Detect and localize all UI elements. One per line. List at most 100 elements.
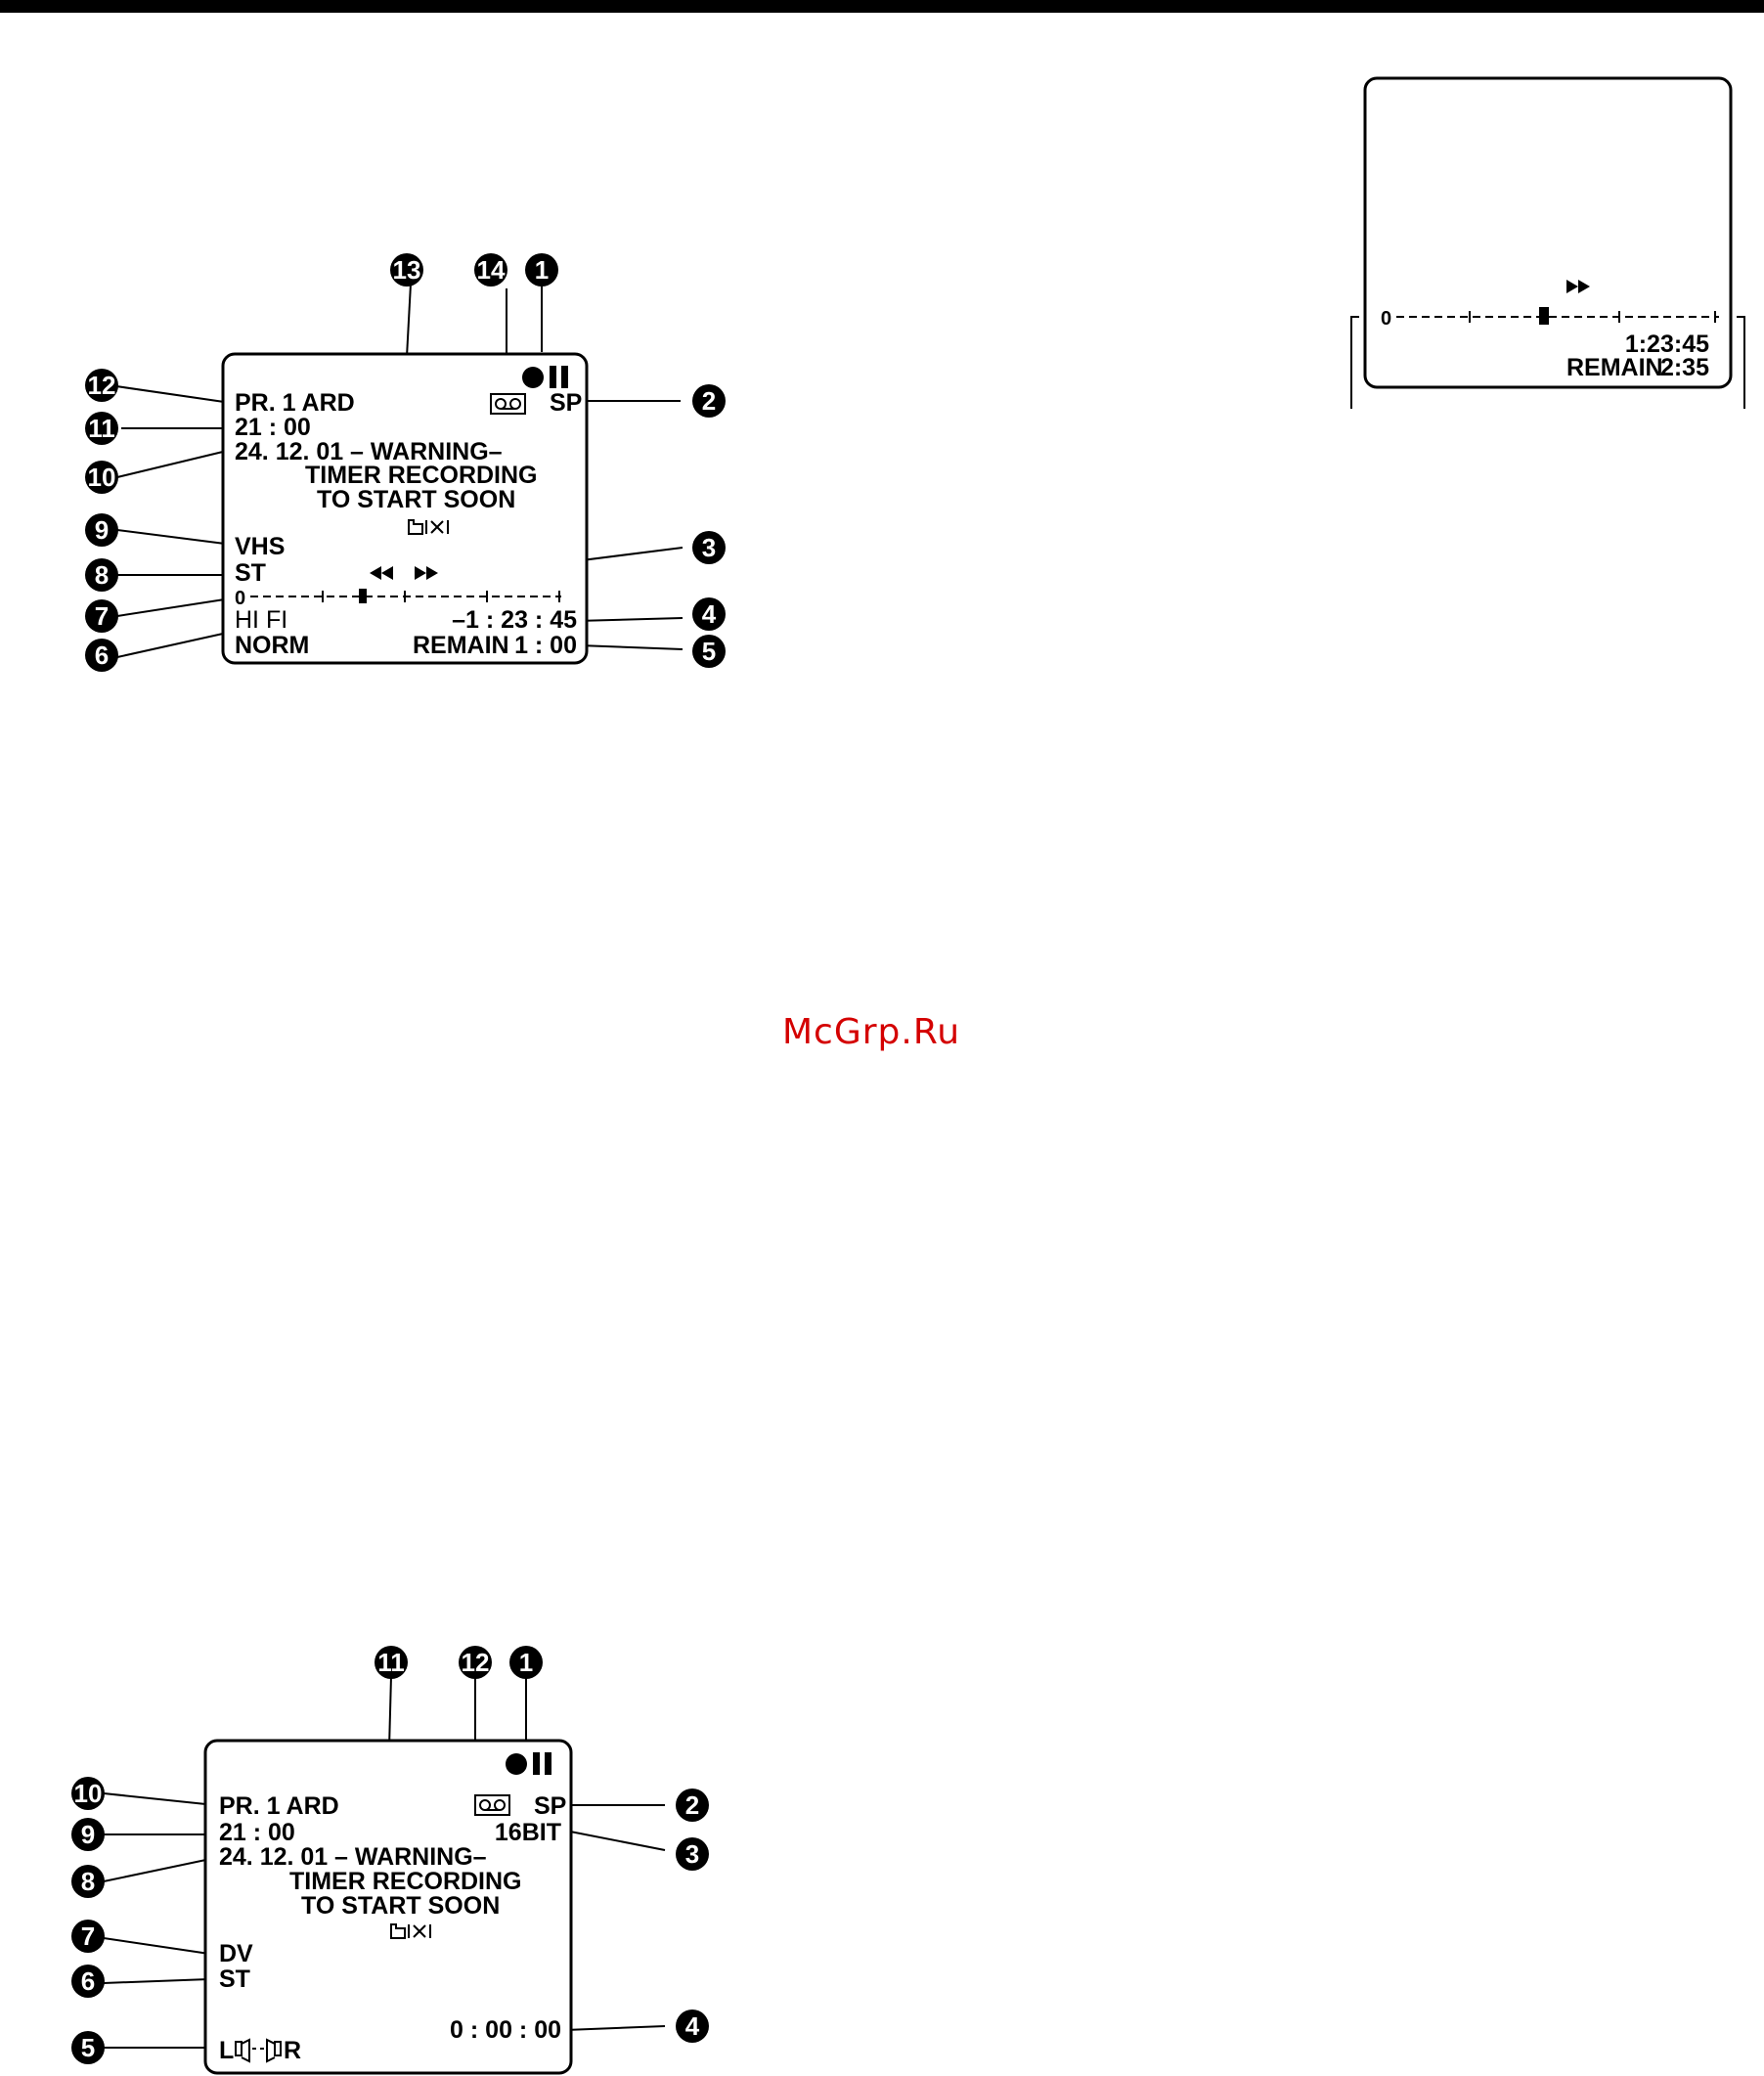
svg-text:2: 2 bbox=[685, 1790, 699, 1820]
vhs-callout-13: 13 bbox=[390, 253, 423, 287]
svg-text:11: 11 bbox=[88, 414, 115, 443]
dv-message-line2: TO START SOON bbox=[301, 1892, 500, 1920]
svg-text:1: 1 bbox=[519, 1648, 533, 1677]
svg-text:12: 12 bbox=[462, 1648, 490, 1677]
vhs-callout-8: 8 bbox=[85, 558, 118, 592]
dv-callout-7: 7 bbox=[71, 1920, 105, 1953]
topright-scale-zero: 0 bbox=[1381, 308, 1391, 330]
record-pause-icon bbox=[522, 366, 568, 388]
vhs-time: 21 : 00 bbox=[235, 414, 311, 441]
vhs-system: VHS bbox=[235, 533, 285, 560]
svg-text:3: 3 bbox=[685, 1839, 699, 1869]
vhs-callout-5: 5 bbox=[692, 635, 726, 668]
vhs-audio-mode: ST bbox=[235, 559, 266, 587]
vhs-callout-9: 9 bbox=[85, 513, 118, 547]
svg-text:1: 1 bbox=[535, 255, 549, 285]
tape-position-diagram: 0 1:23:45 REMAIN 2:35 bbox=[1340, 68, 1764, 420]
svg-text:7: 7 bbox=[81, 1921, 95, 1951]
vhs-callout-6: 6 bbox=[85, 639, 118, 672]
vhs-counter: –1 : 23 : 45 bbox=[452, 606, 577, 634]
dv-callout-6: 6 bbox=[71, 1965, 105, 1998]
dv-callout-3: 3 bbox=[676, 1837, 709, 1871]
fast-forward-icon bbox=[1566, 280, 1590, 293]
dv-hand-cancel-icon bbox=[390, 1923, 431, 1939]
vhs-hifi: HI FI bbox=[235, 606, 287, 634]
vhs-callout-10: 10 bbox=[85, 461, 118, 494]
dv-cassette-icon bbox=[474, 1794, 510, 1816]
svg-text:10: 10 bbox=[74, 1779, 103, 1808]
hand-cancel-icon bbox=[408, 519, 449, 535]
dv-audio-mode: ST bbox=[219, 1966, 250, 1993]
svg-text:5: 5 bbox=[81, 2033, 95, 2062]
dv-audio-left: L bbox=[219, 2037, 234, 2064]
svg-text:7: 7 bbox=[95, 601, 109, 631]
dv-counter: 0 : 00 : 00 bbox=[450, 2016, 561, 2044]
dv-message-line1: TIMER RECORDING bbox=[289, 1868, 522, 1895]
dv-callout-9: 9 bbox=[71, 1818, 105, 1851]
svg-text:14: 14 bbox=[477, 255, 506, 285]
vhs-warning: – WARNING– bbox=[350, 438, 503, 465]
topright-counter: 1:23:45 bbox=[1625, 331, 1709, 358]
svg-text:9: 9 bbox=[81, 1820, 95, 1849]
vhs-callout-12: 12 bbox=[85, 369, 118, 402]
vhs-osd-diagram: PR. 1 ARD SP 21 : 00 24. 12. 01 – WARNIN… bbox=[0, 0, 880, 704]
dv-callout-2: 2 bbox=[676, 1789, 709, 1822]
topright-tape-scale bbox=[1396, 307, 1719, 325]
topright-remain-label: REMAIN bbox=[1566, 354, 1663, 381]
rewind-ffwd-icon bbox=[370, 566, 438, 580]
dv-callout-8: 8 bbox=[71, 1865, 105, 1898]
dv-date: 24. 12. 01 bbox=[219, 1843, 328, 1871]
dv-audio-bits: 16BIT bbox=[495, 1819, 561, 1846]
dv-channel: PR. 1 ARD bbox=[219, 1792, 339, 1820]
vhs-callout-7: 7 bbox=[85, 599, 118, 633]
svg-text:11: 11 bbox=[377, 1648, 405, 1677]
dv-screen-frame bbox=[203, 1739, 573, 2075]
svg-text:3: 3 bbox=[702, 533, 716, 562]
dv-tape-speed: SP bbox=[534, 1792, 566, 1820]
svg-text:4: 4 bbox=[702, 599, 717, 629]
dv-callout-11: 11 bbox=[375, 1646, 408, 1679]
svg-text:10: 10 bbox=[88, 463, 116, 492]
svg-text:8: 8 bbox=[81, 1867, 95, 1896]
dv-callout-5: 5 bbox=[71, 2031, 105, 2064]
svg-text:5: 5 bbox=[702, 637, 716, 666]
svg-text:9: 9 bbox=[95, 515, 109, 545]
dv-system: DV bbox=[219, 1940, 253, 1967]
vhs-message-line2: TO START SOON bbox=[317, 486, 515, 513]
vhs-remain-value: 1 : 00 bbox=[514, 632, 577, 659]
dv-time: 21 : 00 bbox=[219, 1819, 295, 1846]
watermark: McGrp.Ru bbox=[782, 1012, 961, 1052]
vhs-message-line1: TIMER RECORDING bbox=[305, 462, 538, 489]
dv-record-pause-icon bbox=[506, 1752, 551, 1775]
svg-text:12: 12 bbox=[88, 371, 116, 400]
topright-position-marker bbox=[1539, 307, 1549, 325]
vhs-callout-4: 4 bbox=[692, 597, 726, 631]
dv-callout-10: 10 bbox=[71, 1777, 105, 1810]
svg-text:6: 6 bbox=[95, 640, 109, 670]
cassette-icon bbox=[490, 393, 526, 415]
dv-callout-1: 1 bbox=[509, 1646, 543, 1679]
right-speaker-icon bbox=[260, 2038, 282, 2063]
vhs-callout-2: 2 bbox=[692, 384, 726, 418]
topright-bracket bbox=[1350, 316, 1745, 409]
vhs-remain-label: REMAIN bbox=[413, 632, 509, 659]
topright-remain-value: 2:35 bbox=[1660, 354, 1709, 381]
vhs-callout-11: 11 bbox=[85, 412, 118, 445]
vhs-callout-3: 3 bbox=[692, 531, 726, 564]
vhs-callout-1: 1 bbox=[525, 253, 558, 287]
dv-warning: – WARNING– bbox=[334, 1843, 487, 1871]
vhs-date: 24. 12. 01 bbox=[235, 438, 343, 465]
svg-text:13: 13 bbox=[393, 255, 421, 285]
vhs-screen-frame bbox=[221, 352, 589, 665]
top-rule bbox=[0, 0, 1764, 13]
tape-position-marker bbox=[359, 589, 367, 603]
vhs-scale-zero: 0 bbox=[235, 588, 245, 609]
svg-text:8: 8 bbox=[95, 560, 109, 590]
vhs-tape-scale bbox=[250, 589, 561, 603]
svg-text:2: 2 bbox=[702, 386, 716, 416]
svg-text:4: 4 bbox=[685, 2011, 700, 2041]
dv-callout-4: 4 bbox=[676, 2010, 709, 2043]
svg-text:6: 6 bbox=[81, 1966, 95, 1996]
topright-screen-frame bbox=[1363, 76, 1733, 389]
vhs-channel: PR. 1 ARD bbox=[235, 389, 355, 417]
